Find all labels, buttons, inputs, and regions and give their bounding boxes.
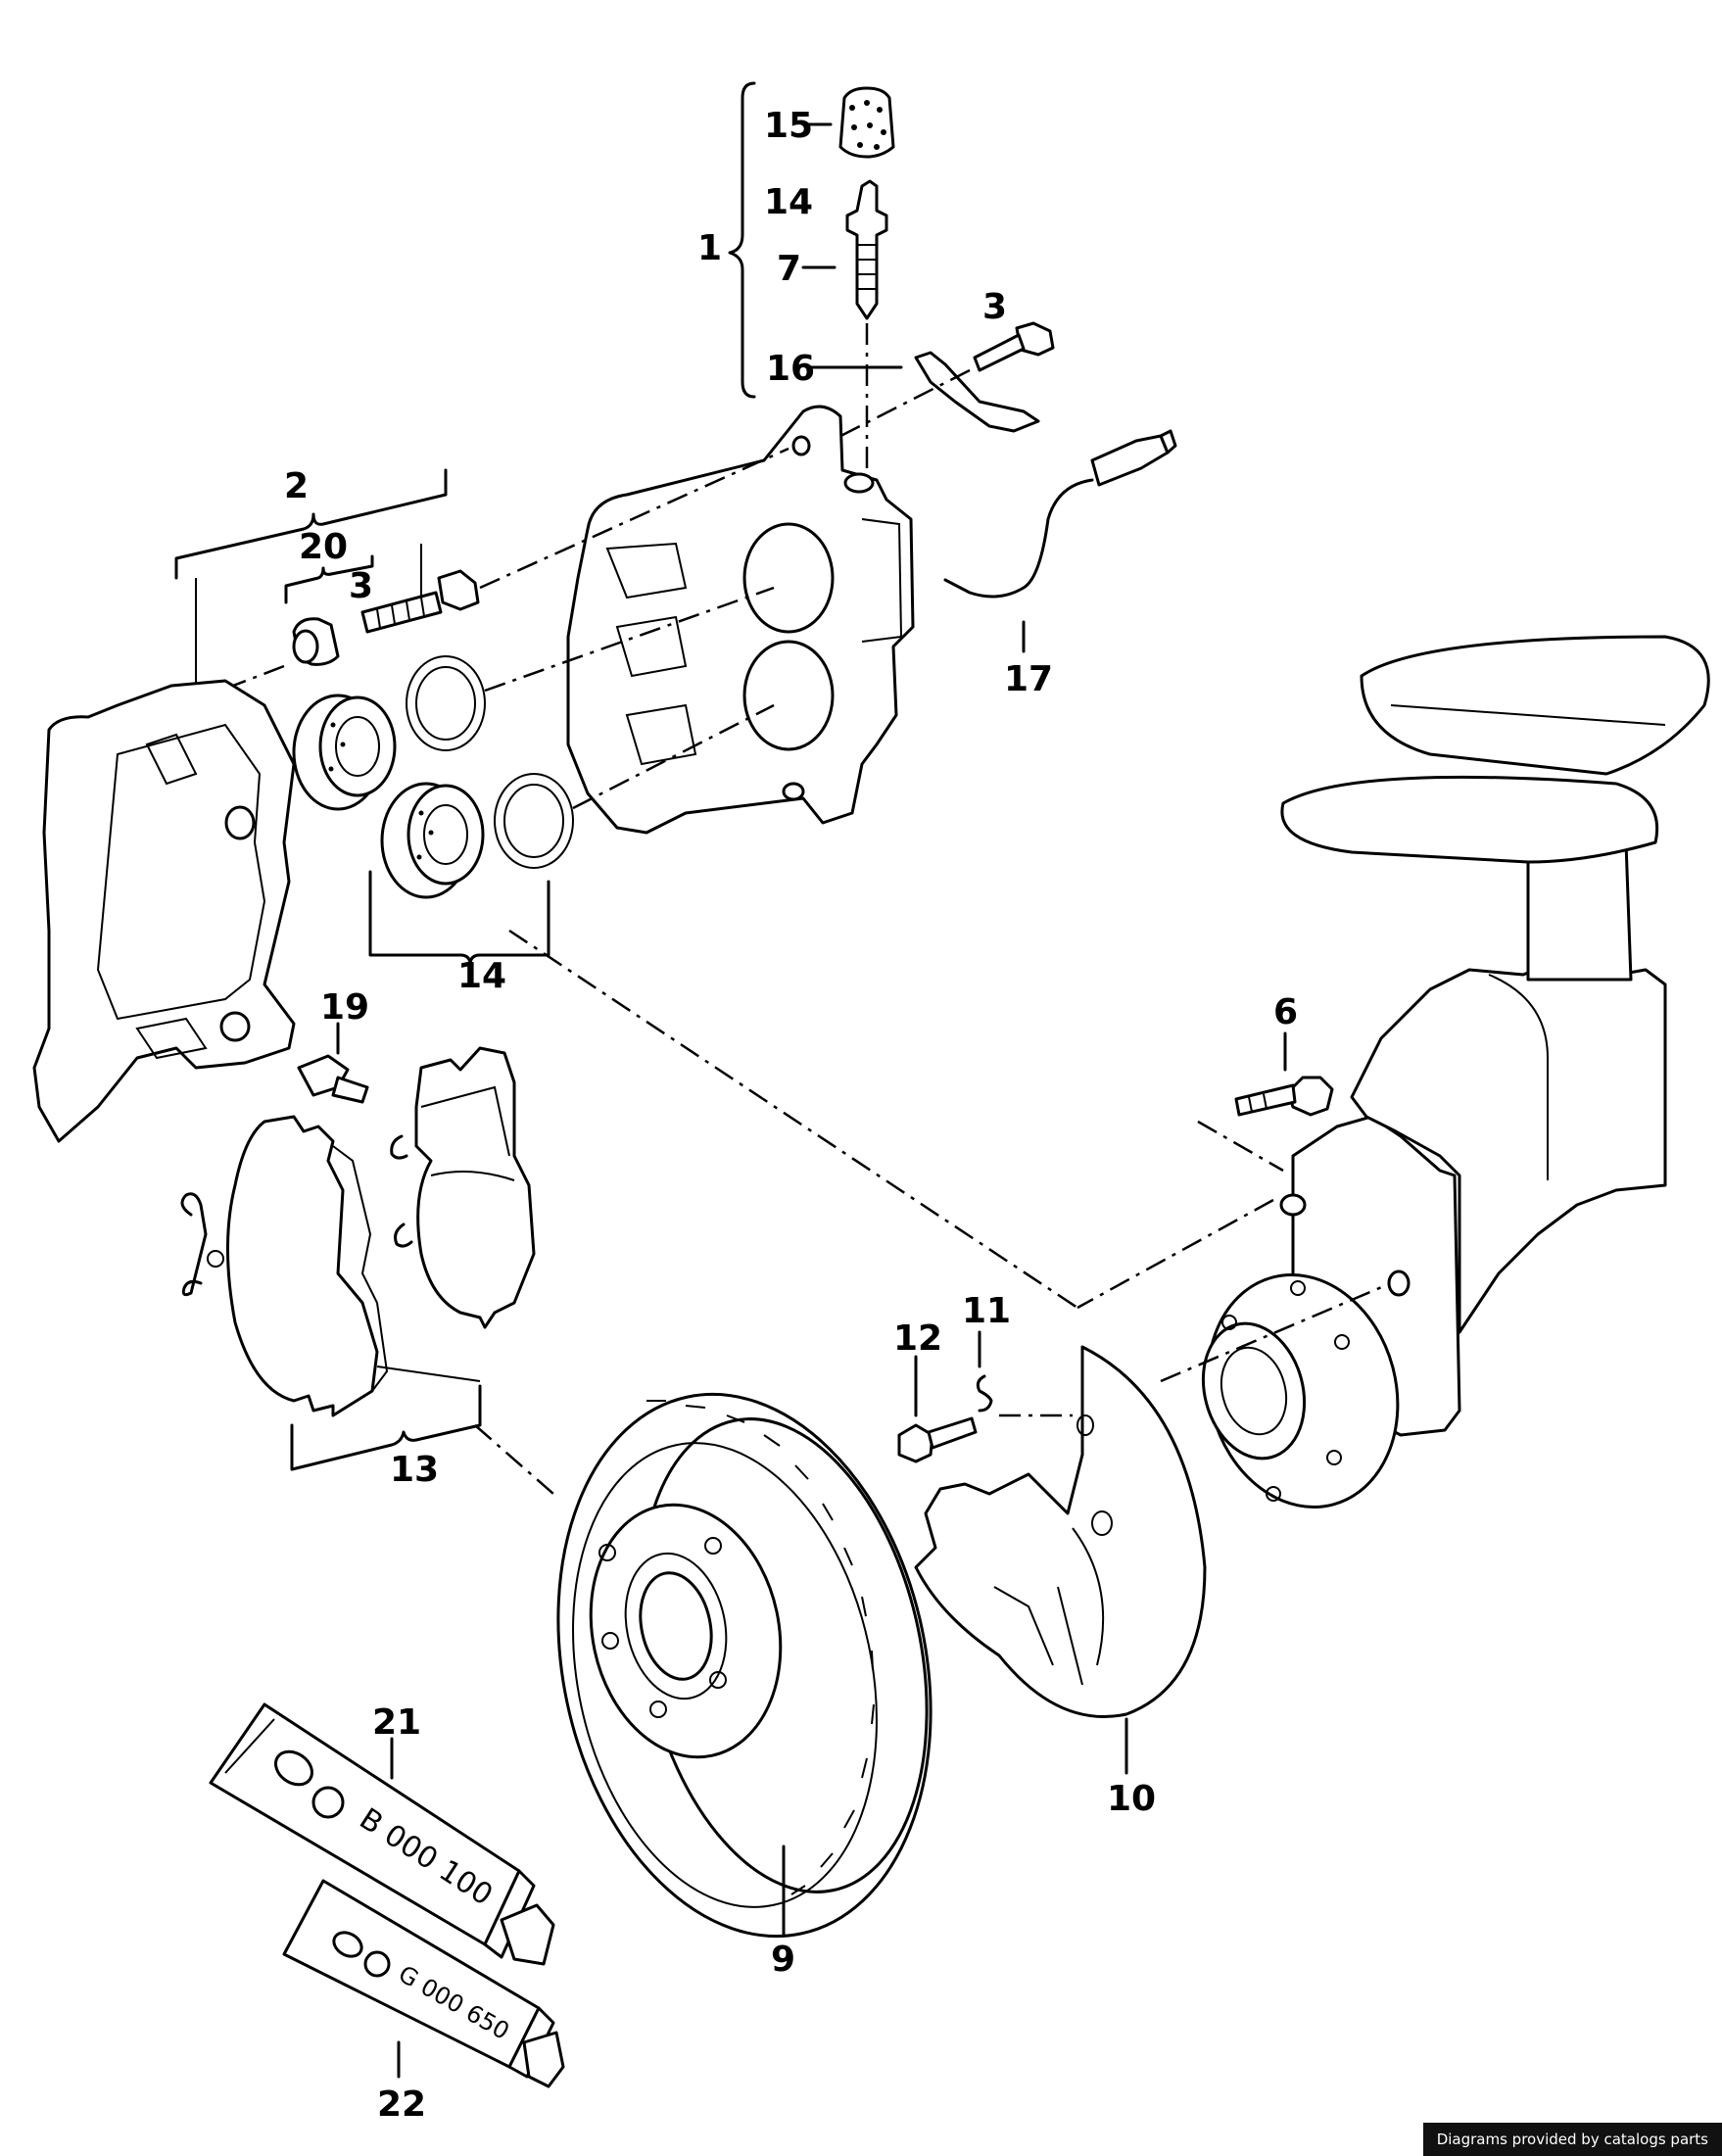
washer-11: [976, 1330, 1073, 1417]
callout-12: 12: [893, 1318, 942, 1359]
wear-sensor-17: [943, 429, 1177, 653]
callout-22: 22: [377, 2084, 426, 2125]
bleeder-screw-7: [801, 179, 888, 320]
brake-pad-outer: [414, 1046, 536, 1329]
bushing-20: [219, 617, 340, 693]
caliper-housing: [566, 405, 915, 835]
guide-bolt-3: [360, 447, 789, 634]
steering-knuckle: [1076, 635, 1710, 1437]
callout-14-top: 14: [764, 182, 813, 222]
bracket-group-14: [368, 870, 1078, 1310]
callout-10: 10: [1107, 1779, 1156, 1819]
callout-13: 13: [390, 1450, 439, 1490]
callout-1: 1: [697, 228, 722, 268]
callout-6: 6: [1273, 992, 1298, 1032]
callout-3-top: 3: [982, 287, 1007, 327]
bracket-group-13: [290, 1365, 554, 1495]
callout-3-mid: 3: [349, 566, 373, 606]
dust-cap-15: [801, 86, 895, 159]
callout-17: 17: [1004, 659, 1053, 699]
callout-9: 9: [771, 1940, 795, 1980]
caliper-carrier: [32, 679, 296, 1143]
anti-rattle-spring: [180, 1134, 413, 1297]
footer-credit: Diagrams provided by catalogs parts: [1422, 2123, 1722, 2156]
callout-20: 20: [299, 527, 348, 567]
piston-upper: [292, 694, 397, 811]
bracket-16: [806, 351, 1040, 433]
callout-11: 11: [962, 1291, 1011, 1331]
callout-15: 15: [764, 106, 813, 146]
splash-shield-10: [914, 1345, 1207, 1775]
callout-14-lower: 14: [457, 956, 506, 996]
bolt-3-top: [807, 321, 1055, 455]
wheel-hub: [1160, 1270, 1411, 1509]
piston-seal-upper: [406, 655, 486, 751]
bolt-6: [1197, 1031, 1334, 1173]
callout-21: 21: [372, 1702, 421, 1743]
brake-disc-9: [556, 1392, 933, 1939]
retaining-pin-19: [297, 1022, 369, 1104]
callout-16: 16: [766, 349, 815, 389]
callout-7: 7: [777, 249, 801, 289]
bracket-group-1: [728, 81, 756, 399]
brake-pad-inner: [226, 1115, 389, 1417]
callout-2: 2: [284, 466, 309, 506]
bolt-12: [897, 1355, 978, 1463]
callout-labels: 15 14 1 7 3 16 2 20 3 17 14 19 6 11 12 1…: [284, 106, 1298, 2125]
callout-19: 19: [320, 987, 369, 1028]
piston-seal-lower: [494, 773, 574, 869]
piston-lower: [380, 782, 485, 899]
